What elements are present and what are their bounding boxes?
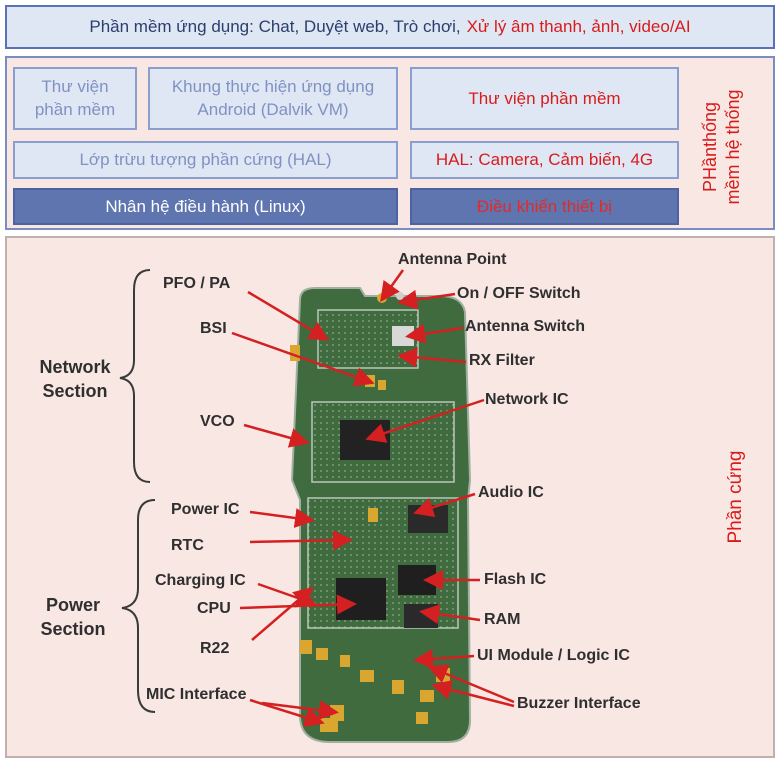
hal-box-right: HAL: Camera, Cảm biến, 4G bbox=[410, 141, 679, 179]
arrow-vco bbox=[243, 423, 310, 448]
application-software-bar: Phần mềm ứng dụng: Chat, Duyệt web, Trò … bbox=[5, 5, 775, 49]
arrow-power-ic bbox=[249, 508, 315, 528]
hal-label-left: Lớp trừu tượng phần cứng (HAL) bbox=[79, 149, 332, 169]
arrow-mic-1 bbox=[249, 698, 325, 728]
label-rx-filter: RX Filter bbox=[469, 352, 535, 369]
label-on-off-switch: On / OFF Switch bbox=[457, 285, 581, 302]
label-bsi: BSI bbox=[200, 320, 227, 337]
power-section-line1: Power bbox=[45, 595, 101, 615]
arrow-mic-2 bbox=[261, 700, 339, 721]
kernel-label: Nhân hệ điều hành (Linux) bbox=[105, 196, 306, 216]
arrow-ram bbox=[419, 604, 481, 625]
power-section-brace bbox=[121, 499, 156, 713]
label-mic-interface: MIC Interface bbox=[146, 686, 247, 703]
label-vco: VCO bbox=[200, 413, 235, 430]
arrow-antenna-point bbox=[380, 269, 405, 303]
application-software-highlight: Xử lý âm thanh, ảnh, video/AI bbox=[466, 17, 691, 36]
label-ui-module-logic-ic: UI Module / Logic IC bbox=[477, 647, 630, 664]
arrow-bsi bbox=[231, 331, 375, 387]
arrow-on-off bbox=[397, 289, 456, 310]
application-software-text: Phần mềm ứng dụng: Chat, Duyệt web, Trò … bbox=[89, 17, 461, 36]
arrow-pfo-pa bbox=[247, 290, 330, 341]
android-framework-label: Khung thực hiện ứng dụng Android (Dalvik… bbox=[171, 77, 375, 119]
arrow-audio-ic bbox=[413, 492, 476, 518]
label-pfo-pa: PFO / PA bbox=[163, 275, 231, 292]
software-library-label-right: Thư viện phần mềm bbox=[468, 88, 621, 108]
network-section-line1: Network bbox=[39, 357, 111, 377]
device-drivers-box: Điều khiển thiết bị bbox=[410, 188, 679, 225]
label-network-ic: Network IC bbox=[485, 391, 569, 408]
software-library-label: Thư viện phần mềm bbox=[34, 77, 116, 119]
arrow-buzzer-1 bbox=[427, 664, 515, 704]
power-section-line2: Section bbox=[40, 619, 106, 640]
label-antenna-point: Antenna Point bbox=[398, 251, 507, 268]
software-library-box-left: Thư viện phần mềm bbox=[13, 67, 137, 130]
android-framework-box: Khung thực hiện ứng dụng Android (Dalvik… bbox=[148, 67, 398, 130]
label-charging-ic: Charging IC bbox=[155, 572, 246, 589]
arrow-buzzer-2 bbox=[431, 680, 515, 708]
label-ram: RAM bbox=[484, 611, 521, 628]
label-antenna-switch: Antenna Switch bbox=[465, 318, 586, 335]
hal-box-left: Lớp trừu tượng phần cứng (HAL) bbox=[13, 141, 398, 179]
network-section-brace bbox=[119, 269, 151, 483]
arrow-rx-filter bbox=[397, 347, 467, 368]
software-library-box-right: Thư viện phần mềm bbox=[410, 67, 679, 130]
label-power-ic: Power IC bbox=[171, 501, 240, 518]
arrow-r22 bbox=[251, 586, 314, 641]
arrow-ui-module bbox=[413, 648, 475, 669]
arrow-antenna-switch bbox=[405, 323, 464, 344]
arrow-rtc bbox=[249, 530, 353, 551]
network-section-label: Network Section bbox=[20, 355, 130, 404]
arrow-network-ic bbox=[365, 398, 485, 443]
kernel-box: Nhân hệ điều hành (Linux) bbox=[13, 188, 398, 225]
hal-label-right: HAL: Camera, Cảm biến, 4G bbox=[435, 150, 654, 169]
network-section-line2: Section bbox=[42, 381, 108, 402]
label-audio-ic: Audio IC bbox=[478, 484, 544, 501]
label-buzzer-interface: Buzzer Interface bbox=[517, 695, 641, 712]
label-rtc: RTC bbox=[171, 537, 204, 554]
power-section-label: Power Section bbox=[18, 593, 128, 642]
device-drivers-label: Điều khiển thiết bị bbox=[476, 196, 613, 216]
arrow-cpu bbox=[239, 594, 357, 615]
label-flash-ic: Flash IC bbox=[484, 571, 547, 588]
label-r22: R22 bbox=[200, 640, 230, 657]
label-cpu: CPU bbox=[197, 600, 231, 617]
arrow-charging-ic bbox=[257, 582, 317, 608]
